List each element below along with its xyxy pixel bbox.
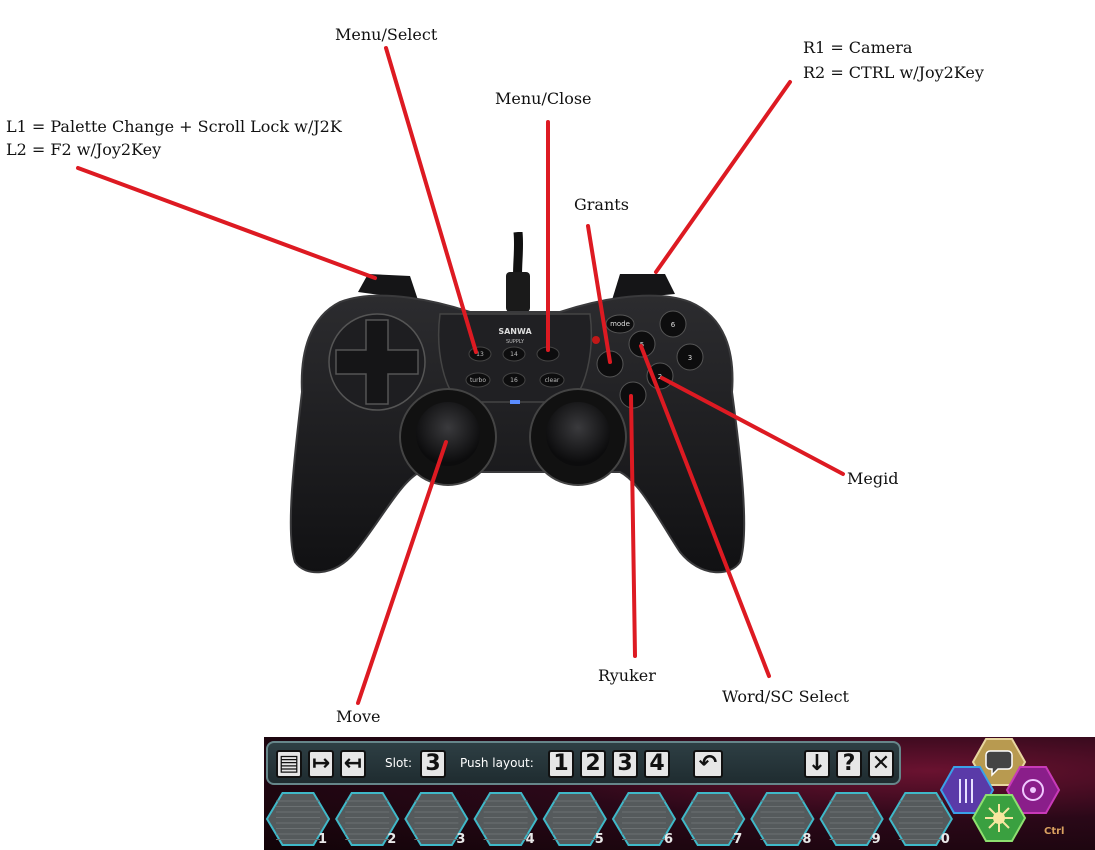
palette-slot[interactable]: 8 — [751, 793, 813, 847]
line-move — [358, 442, 446, 703]
palette-slot[interactable]: 5 — [544, 793, 606, 847]
palette-slot[interactable]: 6 — [613, 793, 675, 847]
layout-button-1[interactable]: 1 — [548, 750, 574, 778]
layout-button-3[interactable]: 3 — [612, 750, 638, 778]
line-menu-select — [386, 48, 476, 352]
line-megid — [662, 378, 843, 474]
line-word-sc-select — [641, 346, 769, 676]
slot-value[interactable]: 3 — [420, 750, 446, 778]
palette-slot[interactable]: 2 — [336, 793, 398, 847]
layout-button-2[interactable]: 2 — [580, 750, 606, 778]
palette-slot[interactable]: 9 — [821, 793, 883, 847]
push-layout-label: Push layout: — [460, 756, 534, 770]
palette-slot[interactable]: 1 — [267, 793, 329, 847]
import-icon[interactable]: ↤ — [340, 750, 366, 778]
palette-toolbar: ▤ ↦ ↤ Slot: 3 Push layout: 1 2 3 4 ↶ ↓ ?… — [266, 741, 901, 785]
down-arrow-icon[interactable]: ↓ — [804, 750, 830, 778]
palette-slot-number: 6 — [664, 832, 673, 847]
palette-slot-number: 3 — [456, 832, 465, 847]
line-ryuker — [631, 396, 635, 656]
palette-slot[interactable]: 3 — [405, 793, 467, 847]
palette-slot-number: 1 — [318, 832, 327, 847]
palette-slot[interactable]: 7 — [682, 793, 744, 847]
slot-label: Slot: — [385, 756, 412, 770]
palette-slot-number: 9 — [872, 832, 881, 847]
palette-slot-number: 4 — [526, 832, 535, 847]
document-icon[interactable]: ▤ — [276, 750, 302, 778]
palette-bar: ▤ ↦ ↤ Slot: 3 Push layout: 1 2 3 4 ↶ ↓ ?… — [264, 737, 1095, 850]
palette-slot[interactable]: 4 — [475, 793, 537, 847]
export-icon[interactable]: ↦ — [308, 750, 334, 778]
line-l1 — [78, 168, 375, 278]
line-grants — [588, 226, 610, 362]
help-button[interactable]: ? — [836, 750, 862, 778]
palette-slot-number: 2 — [387, 832, 396, 847]
ctrl-label: Ctrl — [1044, 826, 1064, 837]
layout-button-4[interactable]: 4 — [644, 750, 670, 778]
palette-slot-number: 5 — [595, 832, 604, 847]
palette-slot-number: 7 — [733, 832, 742, 847]
palette-selector: Ctrl — [936, 737, 1095, 850]
close-icon[interactable]: ✕ — [868, 750, 894, 778]
line-r1 — [656, 82, 790, 272]
palette-slot-number: 8 — [802, 832, 811, 847]
undo-icon[interactable]: ↶ — [693, 750, 723, 778]
